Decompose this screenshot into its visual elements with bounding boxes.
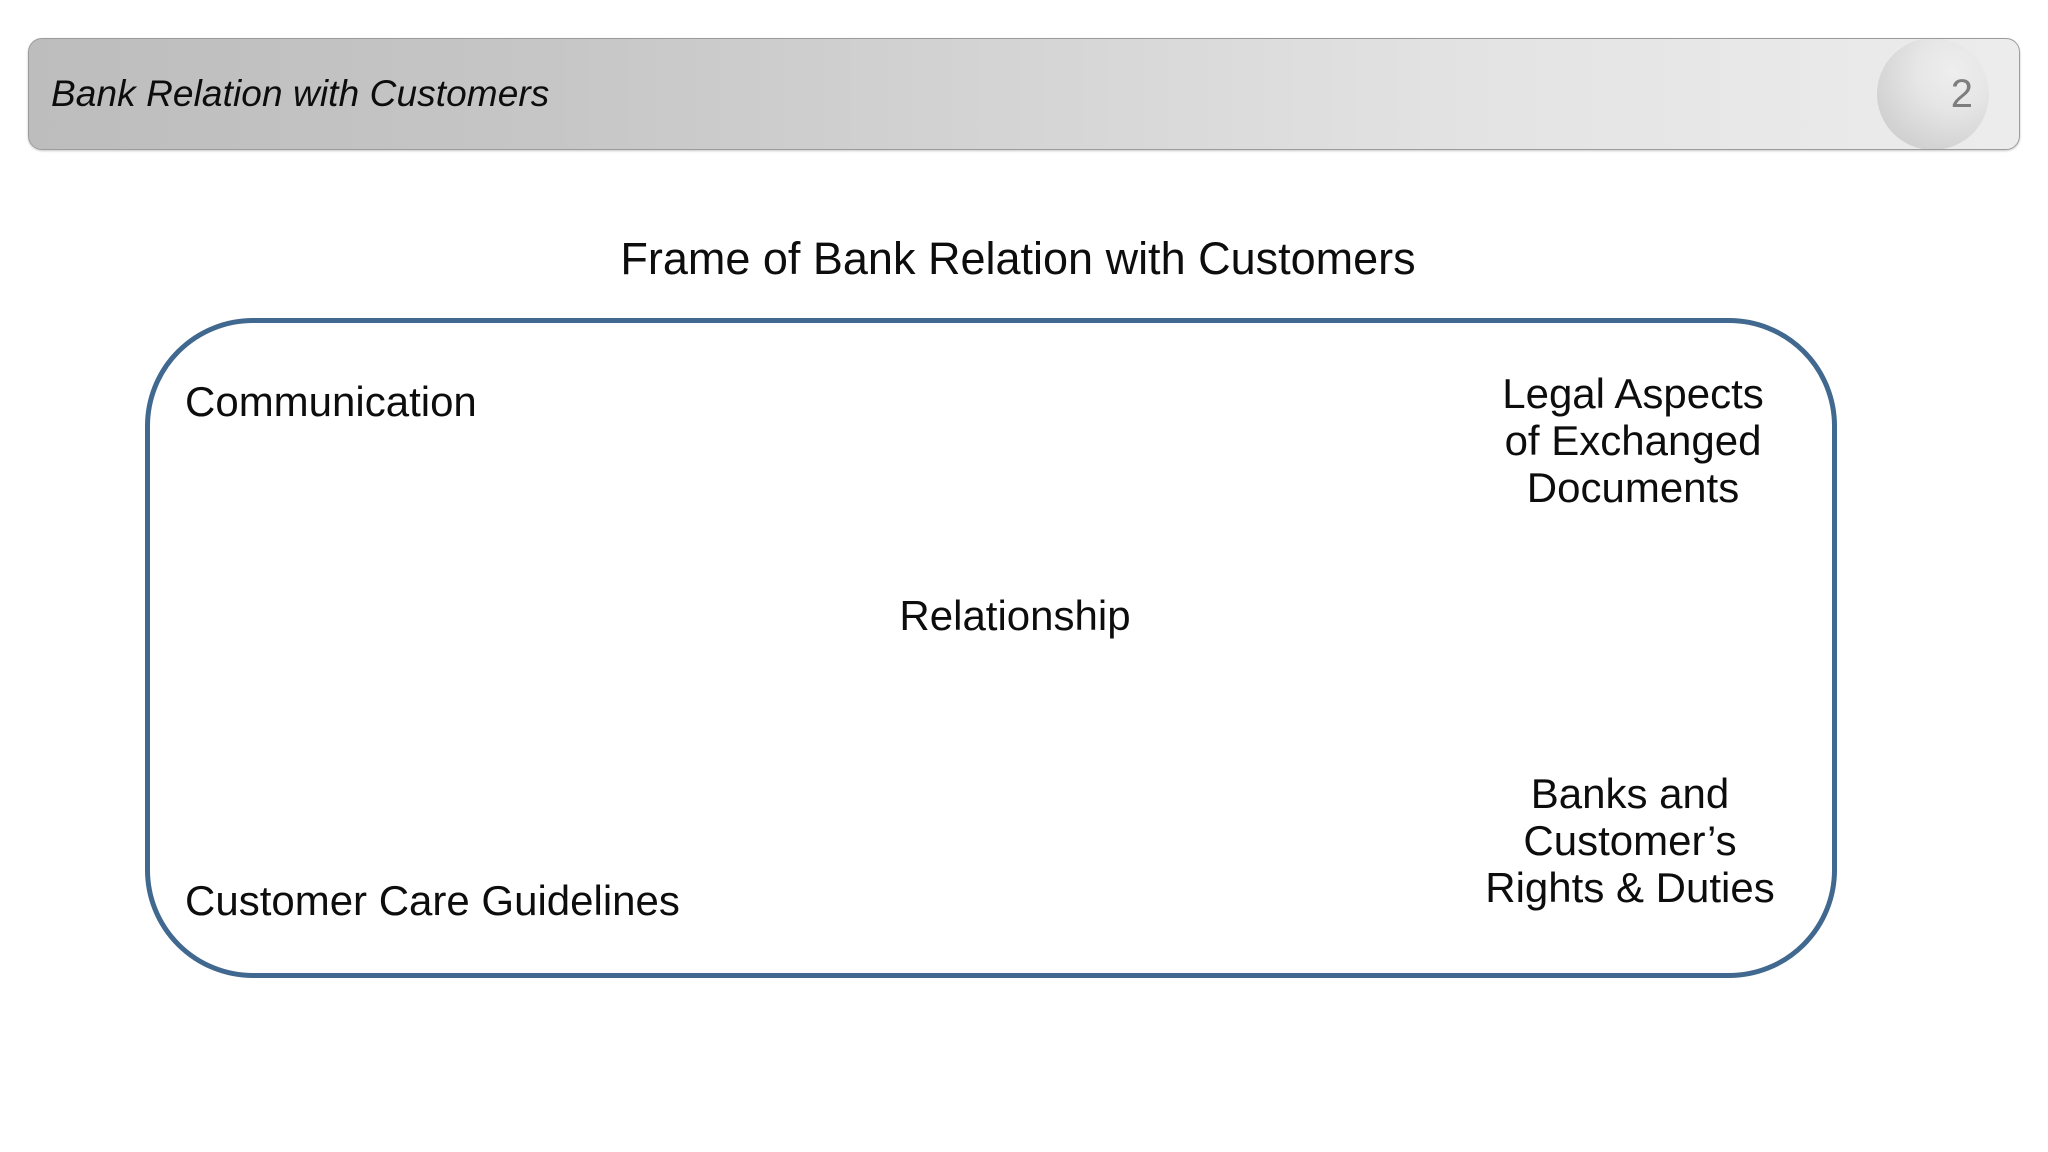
node-legal-aspects: Legal Aspects of Exchanged Documents xyxy=(1502,370,1764,512)
slide-heading: Frame of Bank Relation with Customers xyxy=(0,233,2048,285)
slide-header-bar: Bank Relation with Customers 2 xyxy=(28,38,2020,150)
node-customer-care: Customer Care Guidelines xyxy=(185,877,680,924)
relationship-frame-box xyxy=(145,318,1837,978)
slide-header-title: Bank Relation with Customers xyxy=(51,73,550,114)
node-rights-duties: Banks and Customer’s Rights & Duties xyxy=(1485,770,1775,912)
slide-heading-text: Frame of Bank Relation with Customers xyxy=(620,233,1416,284)
node-relationship: Relationship xyxy=(899,592,1131,639)
node-communication: Communication xyxy=(185,378,477,425)
page-number: 2 xyxy=(1950,72,1973,116)
